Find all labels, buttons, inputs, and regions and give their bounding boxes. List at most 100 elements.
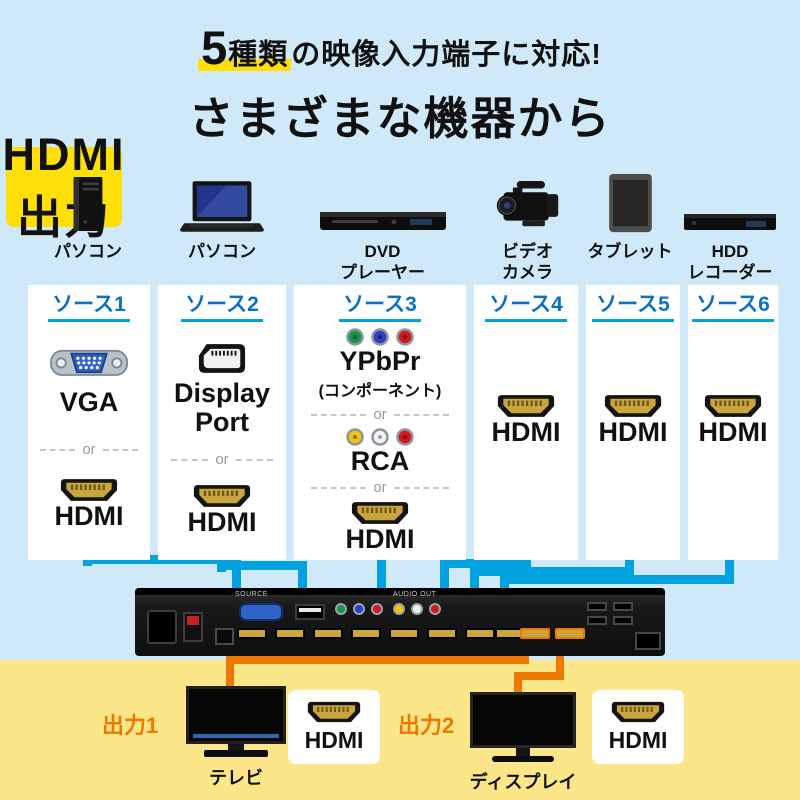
input-cable-segment [470,567,479,592]
output-1-port-name: HDMI [304,727,364,754]
input-cable-segment [725,552,734,584]
output-2-label: 出力2 [398,713,455,738]
input-cable-segment [625,552,634,576]
displayport-port [295,604,325,620]
device-video-camera: ビデオカメラ [475,168,580,284]
dvd-player-icon [318,168,448,234]
device-label: タブレット [587,242,673,261]
source-label-2: ソース2 [181,293,263,323]
output-cable-segment [514,672,522,702]
source-label-3: ソース3 [339,293,421,323]
output-1-hdmi-badge: HDMI [288,690,380,764]
input-cable-segment [440,559,449,592]
rca-jacks-icon [346,428,414,446]
hdmi-connector-icon [604,394,662,418]
port-subname-component: (コンポーネント) [318,383,442,401]
device-label: ビデオカメラ [502,242,553,283]
hdd-recorder-icon [682,168,778,234]
switcher-top-edge [135,588,665,595]
hdmi-connector-icon [193,484,251,508]
rca-jack-red [371,603,383,615]
subtitle-kinds: 種類 [228,39,289,71]
usb-port [613,602,633,611]
usb-port [587,616,607,625]
panel-source-label: SOURCE [235,591,268,598]
hdmi-connector-icon [351,501,409,525]
hdmi-in-port [351,628,381,639]
vga-port [239,603,283,621]
source-panel-3: ソース3 YPbPr (コンポーネント) or RCA or HDMI [294,285,466,560]
port-name-rca: RCA [350,446,410,477]
output-2-device-label: ディスプレイ [469,772,577,792]
hdmi-out-port-1 [520,628,550,639]
usb-b-port [215,628,234,645]
port-name-hdmi: HDMI [598,417,668,448]
input-cable-segment [500,575,734,584]
port-name-hdmi: HDMI [54,501,124,532]
input-cable-segment [440,559,531,568]
device-label: パソコン [54,242,122,261]
hdmi-in-port [465,628,495,639]
power-switch [183,612,203,642]
or-text: or [215,451,229,469]
port-name-hdmi: HDMI [345,524,415,555]
source-label-1: ソース1 [48,293,130,323]
input-cable-segment [232,555,241,593]
device-label: パソコン [188,242,256,261]
output-cable-segment [556,640,564,680]
desktop-pc-icon [70,168,106,234]
device-laptop: パソコン [162,168,282,262]
source-panel-4: ソース4 HDMI [474,285,578,560]
subtitle-highlight: 5種類 [198,24,292,71]
rca-jack-yellow [393,603,405,615]
source-panel-5: ソース5 HDMI [586,285,680,560]
tv-stand-base [204,750,268,757]
or-separator: or [40,441,138,458]
subtitle-rest: の映像入力端子に対応! [291,39,602,71]
hdmi-in-port [313,628,343,639]
or-text: or [373,406,387,424]
hdmi-connector-icon [60,478,118,502]
hdmi-connector-icon [497,394,555,418]
output-cable-segment [226,656,529,664]
rca-jack-blue [353,603,365,615]
tablet-icon [607,168,654,234]
input-cable-segment [470,567,634,576]
usb-port [613,616,633,625]
or-separator: or [311,479,449,496]
output-2-hdmi-badge: HDMI [592,690,684,764]
hdmi-connector-icon [611,701,665,723]
tv-screen-glint [193,734,279,738]
port-name-hdmi: HDMI [187,507,257,538]
hdmi-out-port-2 [555,628,585,639]
display-icon [470,692,576,748]
device-desktop-pc: パソコン [40,168,136,262]
tv-stand-neck [228,744,244,750]
vga-connector-icon [50,350,128,377]
or-text: or [373,479,387,497]
rca-jack-red [429,603,441,615]
subtitle-number: 5 [201,21,229,74]
panel-audio-out-label: AUDIO OUT [393,591,437,598]
input-cable-segment [377,552,386,592]
hdmi-in-port [427,628,457,639]
usb-port [587,602,607,611]
display-stand-base [492,756,554,762]
output-cable-segment [226,656,234,688]
tv-icon [186,686,286,744]
port-name-hdmi: HDMI [491,417,561,448]
hdmi-in-port [237,628,267,639]
port-name-ypbpr: YPbPr [339,346,421,377]
source-label-4: ソース4 [485,293,567,323]
rca-jack-green [335,603,347,615]
hdmi-in-port [389,628,419,639]
hdmi-connector-icon [307,701,361,723]
title-main: さまざまな機器から [188,93,612,144]
component-jacks-icon [346,328,414,346]
or-separator: or [170,451,274,469]
